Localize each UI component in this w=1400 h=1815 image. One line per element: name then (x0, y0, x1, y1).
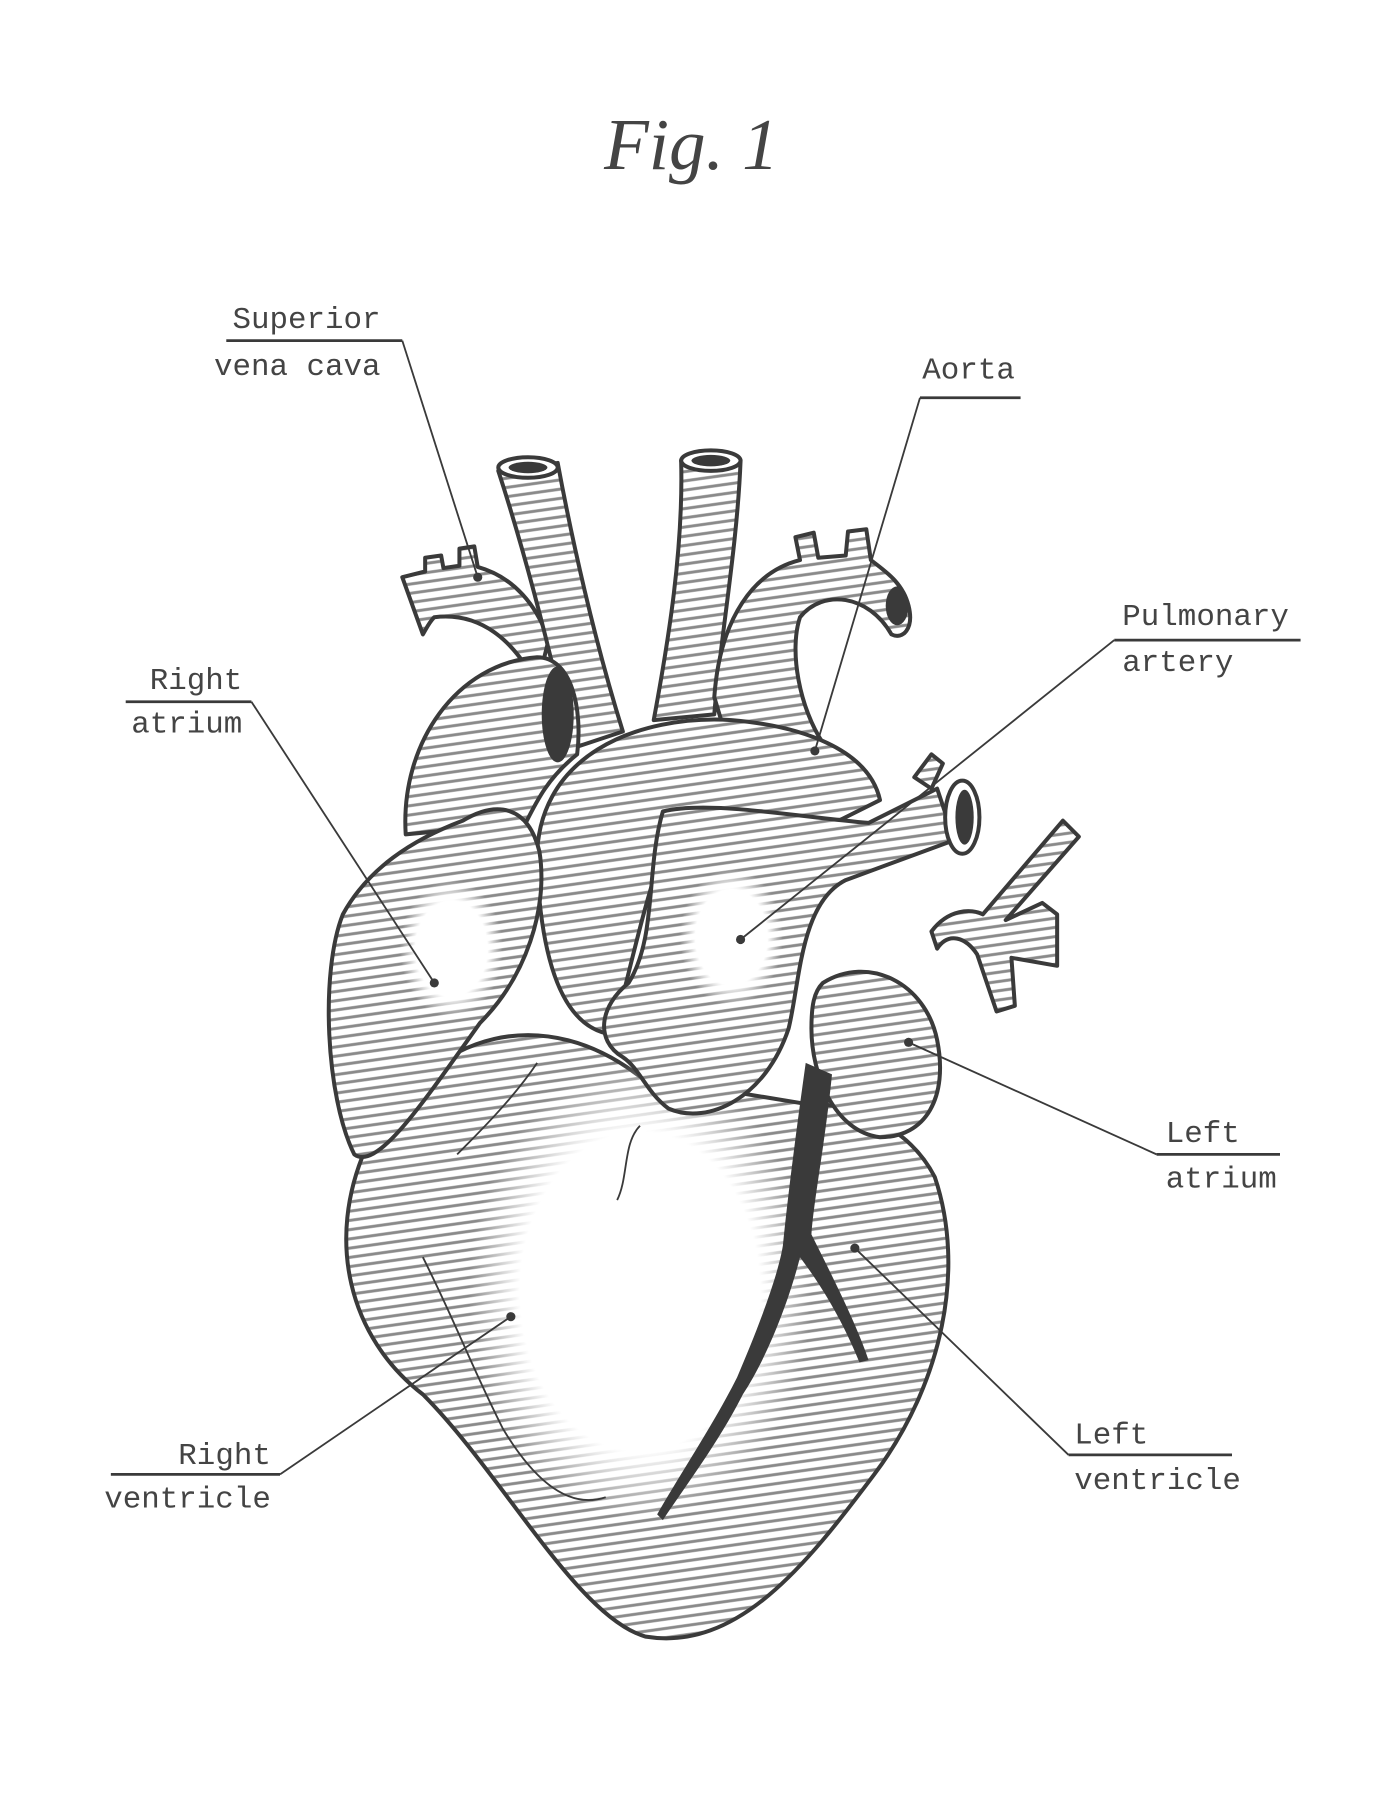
label-left-atrium: Left atrium (904, 1037, 1280, 1197)
label-left-ventricle: Left ventricle (850, 1243, 1241, 1499)
svg-text:atrium: atrium (131, 708, 242, 743)
vena-cava-tube (403, 655, 581, 837)
svg-text:Left: Left (1074, 1418, 1148, 1453)
svg-text:Right: Right (178, 1439, 271, 1474)
svg-text:ventricle: ventricle (1074, 1464, 1241, 1499)
svg-text:ventricle: ventricle (104, 1482, 271, 1517)
svg-text:Aorta: Aorta (922, 353, 1015, 388)
figure-title: Fig. 1 (603, 104, 779, 185)
svg-text:atrium: atrium (1166, 1162, 1277, 1197)
heart-illustration (326, 448, 1081, 1641)
svg-text:Right: Right (150, 664, 243, 699)
label-pulmonary-artery: Pulmonary artery (736, 600, 1301, 945)
svg-text:vena cava: vena cava (214, 350, 381, 385)
coronary-artery (657, 1062, 869, 1521)
label-right-ventricle: Right ventricle (104, 1312, 516, 1517)
aortic-arch-branch (712, 527, 912, 757)
svg-text:Pulmonary: Pulmonary (1122, 600, 1289, 635)
ventricle-highlight (468, 1062, 812, 1521)
svg-text:Superior: Superior (232, 303, 380, 338)
label-right-atrium: Right atrium (125, 664, 439, 988)
pulmonary-veins (929, 818, 1081, 1014)
label-aorta: Aorta (810, 353, 1021, 756)
label-superior-vena-cava: Superior vena cava (214, 303, 483, 582)
brachiocephalic-vessel (496, 460, 625, 751)
left-atrium (809, 969, 943, 1140)
svg-text:artery: artery (1122, 646, 1233, 681)
svg-text:Left: Left (1166, 1117, 1240, 1152)
